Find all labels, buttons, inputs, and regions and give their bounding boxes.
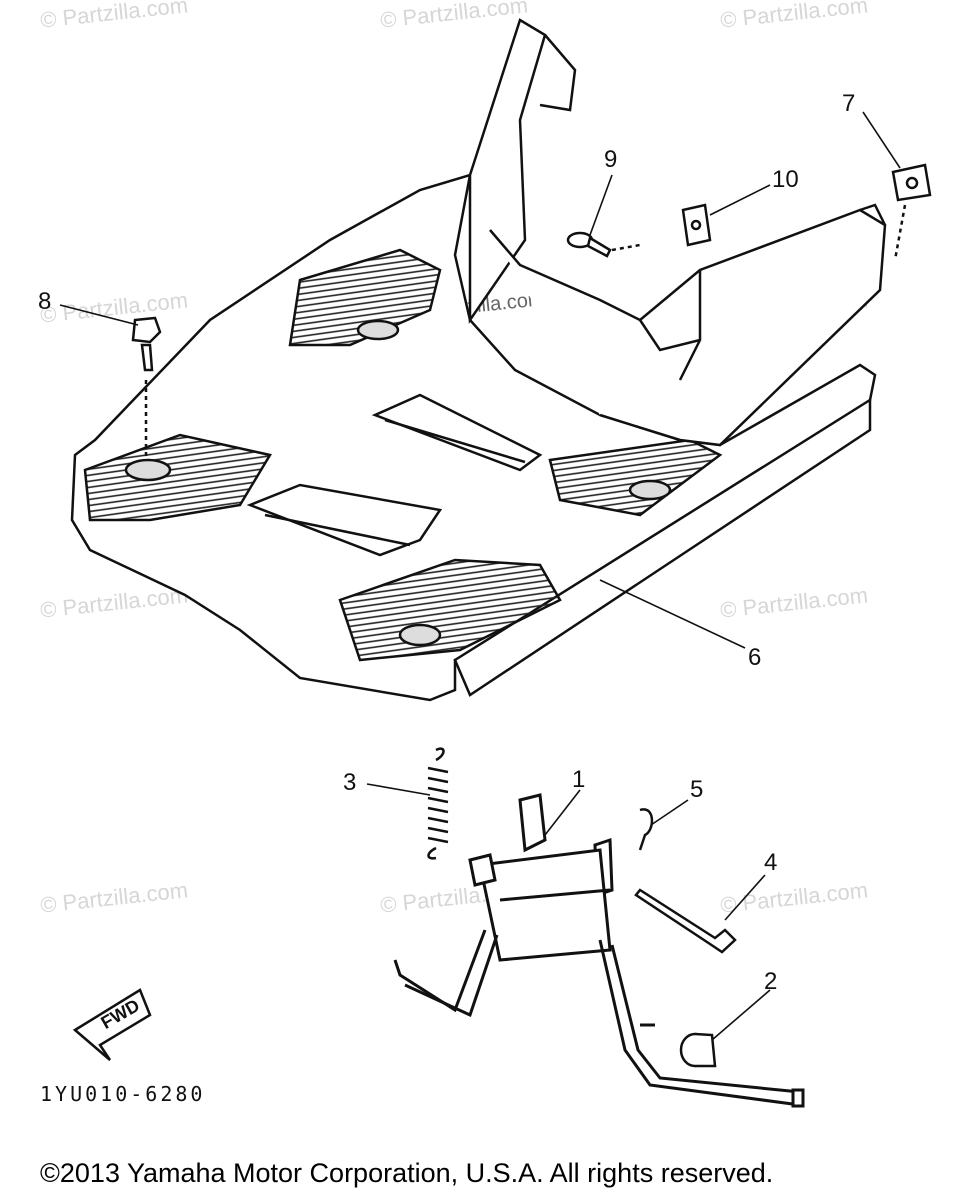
spring <box>427 747 449 860</box>
callout-7: 7 <box>842 90 856 117</box>
fwd-arrow <box>72 988 152 1061</box>
copyright-notice: ©2013 Yamaha Motor Corporation, U.S.A. A… <box>40 1158 774 1188</box>
bolt <box>131 316 162 460</box>
callout-6: 6 <box>748 644 762 671</box>
screw <box>566 231 641 258</box>
clip <box>638 808 654 851</box>
callout-3: 3 <box>343 769 357 796</box>
diagram-code: 1YU010-6280 <box>40 1082 206 1106</box>
callout-10: 10 <box>772 166 799 193</box>
callout-1: 1 <box>572 766 586 793</box>
leader-lines <box>59 111 901 1041</box>
callout-2: 2 <box>764 968 778 995</box>
clip-nut <box>891 163 932 261</box>
pin <box>634 888 737 954</box>
callout-4: 4 <box>764 849 778 876</box>
callout-8: 8 <box>38 288 52 315</box>
callout-9: 9 <box>604 146 618 173</box>
callout-5: 5 <box>690 776 704 803</box>
nut <box>681 203 712 247</box>
bushing <box>679 1032 717 1068</box>
center-stand <box>393 793 805 1108</box>
footboard-panel <box>70 18 887 702</box>
